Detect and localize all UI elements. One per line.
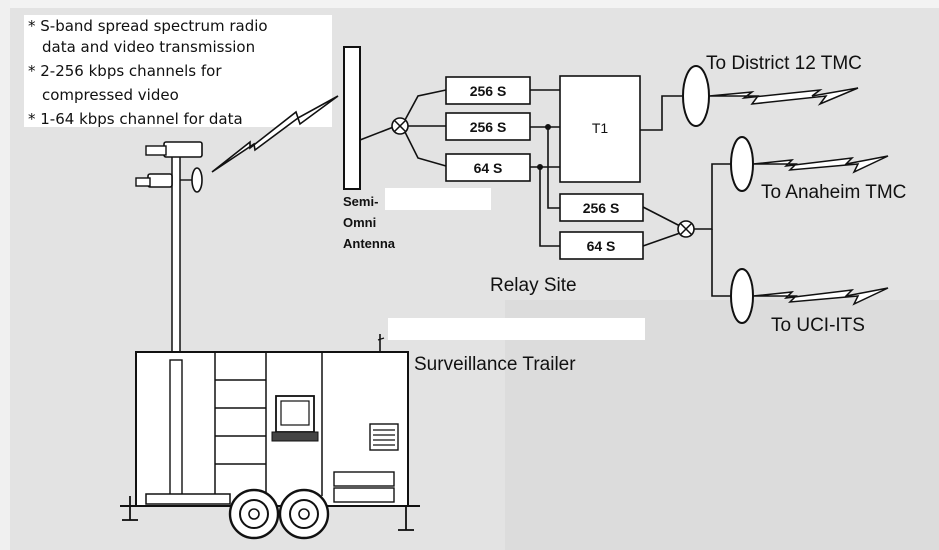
label-district: To District 12 TMC xyxy=(706,53,862,74)
combiner-left-icon xyxy=(391,117,409,135)
note-line-2: data and video transmission xyxy=(42,38,255,56)
channel-box-64s-1 xyxy=(445,153,531,182)
signal-bolt-district-icon xyxy=(708,87,859,106)
dish-district-icon xyxy=(682,65,710,127)
camera-lower-icon xyxy=(135,173,173,188)
signal-bolt-trailer-icon xyxy=(211,95,339,173)
channel-box-256s-2 xyxy=(445,112,531,141)
signal-bolt-uci-icon xyxy=(752,287,889,306)
monitor-icon xyxy=(271,395,319,442)
channel-box-256s-2-label: 256 S xyxy=(470,119,507,135)
antenna-label-3: Antenna xyxy=(343,236,396,251)
note-line-3: * 2-256 kbps channels for xyxy=(28,62,222,80)
antenna-label-1: Semi- xyxy=(343,194,378,209)
relay-site-label: Relay Site xyxy=(490,275,577,296)
dish-uci-icon xyxy=(730,268,754,324)
channel-box-64s-2-label: 64 S xyxy=(587,238,616,254)
channel-box-64s-2 xyxy=(559,231,644,260)
channel-box-256s-1 xyxy=(445,76,531,105)
channel-box-64s-1-label: 64 S xyxy=(474,160,503,176)
signal-bolt-anaheim-icon xyxy=(752,155,889,174)
wheel-right-icon xyxy=(278,488,330,540)
surveillance-trailer xyxy=(120,141,420,540)
channel-box-256s-3-label: 256 S xyxy=(583,200,620,216)
note-line-5: * 1-64 kbps channel for data xyxy=(28,110,243,128)
note-line-1: * S-band spread spectrum radio xyxy=(28,17,268,35)
label-uci: To UCI-ITS xyxy=(771,315,865,336)
vent-icon xyxy=(369,423,399,451)
camera-upper-icon xyxy=(145,141,203,158)
dish-anaheim-icon xyxy=(730,136,754,192)
notes-panel xyxy=(24,15,332,127)
combiner-right-icon xyxy=(677,220,695,238)
t1-box xyxy=(559,75,641,183)
t1-label: T1 xyxy=(592,120,609,136)
semi-omni-antenna-icon xyxy=(343,46,361,190)
antenna-label-2: Omni xyxy=(343,215,376,230)
label-anaheim: To Anaheim TMC xyxy=(761,182,906,203)
trailer-dish-icon xyxy=(191,167,203,193)
battery-upper xyxy=(333,471,395,487)
wheel-left-icon xyxy=(228,488,280,540)
note-line-4: compressed video xyxy=(42,86,179,104)
battery-lower xyxy=(333,487,395,503)
trailer-label: Surveillance Trailer xyxy=(414,354,576,375)
camera-mast xyxy=(171,149,181,361)
channel-box-256s-1-label: 256 S xyxy=(470,83,507,99)
